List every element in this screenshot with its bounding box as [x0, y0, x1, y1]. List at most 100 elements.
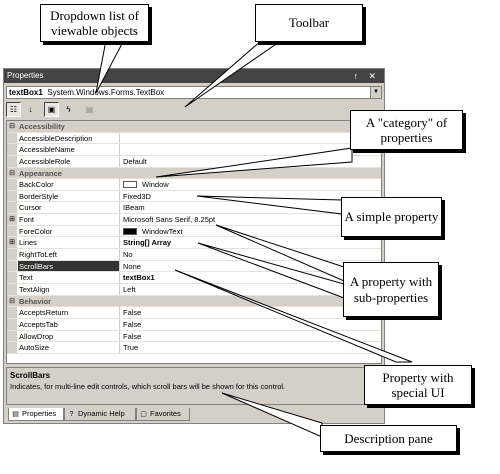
property-value-text: No — [123, 250, 133, 260]
property-value[interactable]: Window — [121, 179, 381, 190]
property-name: Lines — [18, 237, 120, 249]
categorized-button[interactable]: ☷ — [6, 102, 21, 117]
window-titlebar: Properties ↑ ✕ — [4, 69, 384, 83]
callout-dropdown: Dropdown list of viewable objects — [40, 4, 149, 42]
property-name: ScrollBars — [18, 260, 120, 272]
color-swatch — [123, 181, 137, 189]
property-row-backcolor[interactable]: BackColor Window — [7, 179, 381, 191]
property-value-text: False — [123, 331, 142, 341]
property-value[interactable]: IBeam — [121, 202, 381, 213]
tab-dynamic-help[interactable]: ?Dynamic Help — [64, 408, 136, 421]
property-value[interactable]: Microsoft Sans Serif, 8.25pt — [121, 214, 381, 225]
properties-button[interactable]: ▣ — [44, 102, 59, 117]
tab-favorites[interactable]: ▢Favorites — [136, 408, 190, 421]
events-icon: ϟ — [66, 105, 71, 114]
row-gutter — [7, 202, 17, 214]
property-value[interactable]: textBox1 — [121, 272, 381, 283]
property-row-accessiblename[interactable]: AccessibleName — [7, 144, 381, 156]
description-pane: ScrollBars Indicates, for multi-line edi… — [6, 367, 382, 405]
property-value-text: False — [123, 319, 142, 329]
property-value[interactable]: False — [121, 319, 381, 330]
property-name: Text — [18, 272, 120, 283]
category-label: Behavior — [19, 296, 52, 306]
property-value[interactable] — [121, 144, 381, 155]
events-button[interactable]: ϟ — [61, 102, 76, 117]
chevron-down-icon[interactable]: ▼ — [370, 87, 381, 98]
property-value[interactable]: None — [121, 261, 381, 272]
expand-icon[interactable]: ⊞ — [7, 237, 17, 249]
property-value[interactable]: Default — [121, 156, 381, 167]
property-value-text: None — [123, 261, 141, 271]
collapse-icon[interactable]: ⊟ — [7, 295, 17, 307]
property-value-text: False — [123, 308, 142, 318]
property-name: RightToLeft — [18, 249, 120, 260]
titlebar-buttons[interactable]: ↑ ✕ — [353, 71, 380, 81]
row-gutter — [7, 283, 17, 295]
row-gutter — [7, 155, 17, 167]
window-title: Properties — [7, 71, 44, 80]
collapse-icon[interactable]: ⊟ — [7, 167, 17, 179]
row-gutter — [7, 342, 17, 353]
property-value[interactable]: False — [121, 307, 381, 318]
property-name: BackColor — [18, 179, 120, 190]
callout-special: Property with special UI — [364, 365, 472, 405]
property-value[interactable]: Fixed3D — [121, 191, 381, 202]
row-gutter — [7, 330, 17, 342]
property-value-text: Microsoft Sans Serif, 8.25pt — [123, 215, 216, 225]
category-label: Accessibility — [19, 122, 65, 131]
property-name: AutoSize — [18, 342, 120, 353]
row-gutter — [7, 260, 17, 272]
tab-properties[interactable]: ▤Properties — [8, 408, 64, 421]
callout-category: A "category" of properties — [350, 110, 463, 150]
property-name: Font — [18, 214, 120, 225]
expand-icon[interactable]: ⊞ — [7, 214, 17, 225]
property-value[interactable]: No — [121, 249, 381, 260]
property-value[interactable]: WindowText — [121, 226, 381, 237]
property-name: TextAlign — [18, 283, 120, 295]
description-title: ScrollBars — [10, 371, 51, 380]
row-gutter — [7, 179, 17, 190]
row-gutter — [7, 249, 17, 260]
alphabetical-button[interactable]: ↓ — [23, 102, 38, 117]
callout-subprops: A property with sub-properties — [343, 262, 439, 317]
property-value[interactable]: Left — [121, 284, 381, 295]
categorized-icon: ☷ — [9, 105, 18, 114]
property-value[interactable]: False — [121, 331, 381, 342]
property-name: AcceptsTab — [18, 318, 120, 330]
category-behavior[interactable]: ⊟Behavior — [7, 295, 381, 308]
row-gutter — [7, 144, 17, 155]
category-appearance[interactable]: ⊟Appearance — [7, 167, 381, 180]
property-value-text: Window — [142, 180, 169, 190]
object-type: System.Windows.Forms.TextBox — [47, 88, 165, 97]
help-icon: ? — [69, 411, 74, 418]
tab-label: Properties — [22, 409, 57, 418]
property-value[interactable]: String[] Array — [121, 237, 381, 248]
property-name: AllowDrop — [18, 330, 120, 342]
property-pages-button[interactable]: ▤ — [82, 102, 97, 117]
category-accessibility[interactable]: ⊟Accessibility — [7, 121, 381, 133]
property-value-text: Default — [123, 156, 147, 166]
callout-simple: A simple property — [341, 197, 442, 237]
properties-window: Properties ↑ ✕ textBox1 System.Windows.F… — [3, 68, 385, 424]
property-value[interactable] — [121, 133, 381, 144]
object-dropdown[interactable]: textBox1 System.Windows.Forms.TextBox ▼ — [6, 86, 382, 99]
tab-strip: ▤Properties ?Dynamic Help ▢Favorites — [6, 407, 382, 421]
collapse-icon[interactable]: ⊟ — [7, 121, 17, 132]
property-value[interactable]: True — [121, 342, 381, 353]
property-name: AccessibleDescription — [18, 132, 120, 144]
property-row-accessibledescription[interactable]: AccessibleDescription — [7, 132, 381, 145]
